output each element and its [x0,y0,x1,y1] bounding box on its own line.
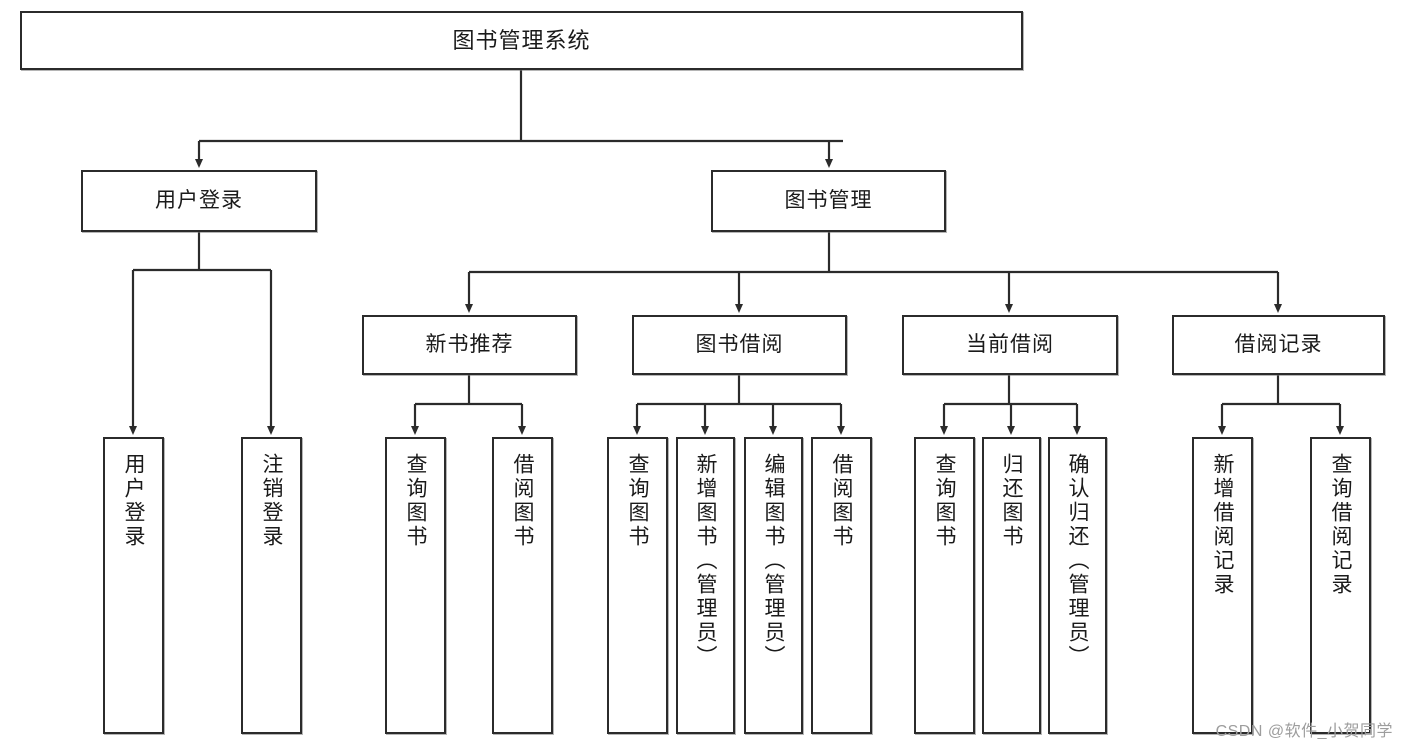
leaf-add-book[interactable]: 新增图书（管理员） [676,437,735,734]
leaf-add-record-label: 新增借阅记录 [1211,453,1234,597]
leaf-confirm-return-label: 确认归还（管理员） [1066,453,1089,669]
node-book-manage-label: 图书管理 [784,188,873,212]
node-book-borrow-label: 图书借阅 [695,332,784,356]
leaf-borrow-book-2-label: 借阅图书 [830,453,853,549]
node-current-borrow-label: 当前借阅 [966,332,1054,356]
leaf-user-login[interactable]: 用户登录 [103,437,164,734]
node-root[interactable]: 图书管理系统 [20,11,1023,70]
leaf-add-record[interactable]: 新增借阅记录 [1192,437,1253,734]
leaf-query-record[interactable]: 查询借阅记录 [1310,437,1371,734]
leaf-user-login-label: 用户登录 [122,453,145,549]
leaf-query-book-3[interactable]: 查询图书 [914,437,975,734]
leaf-logout-login-label: 注销登录 [260,453,283,549]
leaf-edit-book[interactable]: 编辑图书（管理员） [744,437,803,734]
node-new-book-rec-label: 新书推荐 [425,332,514,356]
node-new-book-rec[interactable]: 新书推荐 [362,315,577,375]
leaf-query-record-label: 查询借阅记录 [1329,453,1352,597]
leaf-query-book-2-label: 查询图书 [626,453,649,549]
node-book-borrow[interactable]: 图书借阅 [632,315,847,375]
node-borrow-record[interactable]: 借阅记录 [1172,315,1385,375]
leaf-query-book-3-label: 查询图书 [933,453,956,549]
leaf-logout-login[interactable]: 注销登录 [241,437,302,734]
node-current-borrow[interactable]: 当前借阅 [902,315,1118,375]
node-root-label: 图书管理系统 [452,27,591,53]
node-book-manage[interactable]: 图书管理 [711,170,946,232]
node-user-login[interactable]: 用户登录 [81,170,317,232]
leaf-borrow-book-1[interactable]: 借阅图书 [492,437,553,734]
leaf-borrow-book-1-label: 借阅图书 [511,453,534,549]
leaf-borrow-book-2[interactable]: 借阅图书 [811,437,872,734]
leaf-return-book-label: 归还图书 [1000,453,1023,549]
leaf-add-book-label: 新增图书（管理员） [694,453,717,669]
node-user-login-label: 用户登录 [155,188,243,212]
leaf-return-book[interactable]: 归还图书 [982,437,1041,734]
leaf-query-book-1-label: 查询图书 [404,453,427,549]
node-borrow-record-label: 借阅记录 [1234,332,1323,356]
leaf-confirm-return[interactable]: 确认归还（管理员） [1048,437,1107,734]
leaf-query-book-1[interactable]: 查询图书 [385,437,446,734]
leaf-query-book-2[interactable]: 查询图书 [607,437,668,734]
leaf-edit-book-label: 编辑图书（管理员） [762,453,785,669]
